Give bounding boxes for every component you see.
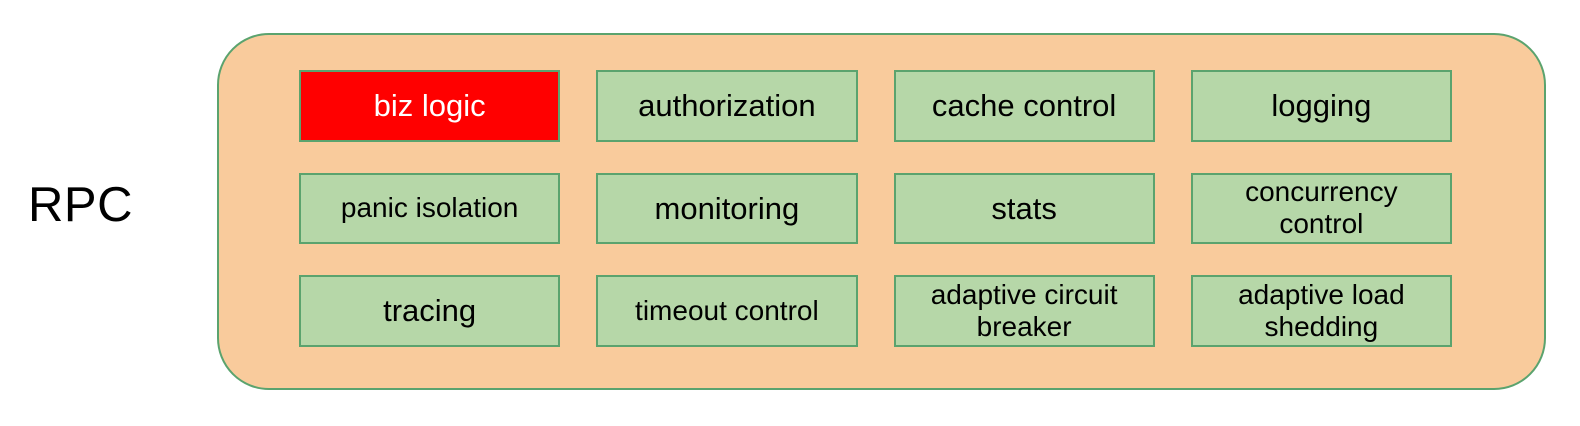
box-label: logging	[1271, 88, 1372, 123]
box-logging: logging	[1190, 70, 1452, 142]
box-adaptive-load-shedding: adaptive load shedding	[1190, 275, 1452, 347]
box-label: cache control	[931, 88, 1117, 123]
box-monitoring: monitoring	[596, 172, 858, 245]
rpc-container: biz logic authorization cache control lo…	[217, 33, 1546, 390]
rpc-label: RPC	[28, 178, 133, 232]
box-label: adaptive circuit breaker	[930, 278, 1118, 343]
box-cache-control: cache control	[893, 70, 1155, 142]
box-timeout-control: timeout control	[596, 275, 858, 347]
box-tracing: tracing	[299, 275, 561, 347]
box-concurrency-control: concurrency control	[1190, 172, 1452, 245]
box-label: monitoring	[654, 190, 800, 226]
box-label: timeout control	[635, 295, 819, 327]
box-label: concurrency control	[1245, 176, 1398, 240]
component-grid: biz logic authorization cache control lo…	[299, 70, 1452, 347]
box-adaptive-circuit-breaker: adaptive circuit breaker	[893, 275, 1155, 347]
box-authorization: authorization	[596, 70, 858, 142]
box-stats: stats	[893, 172, 1155, 245]
box-biz-logic: biz logic	[299, 70, 561, 142]
box-label: biz logic	[373, 88, 486, 123]
box-label: tracing	[383, 293, 477, 329]
box-label: stats	[991, 190, 1057, 226]
box-label: authorization	[638, 88, 816, 123]
box-panic-isolation: panic isolation	[299, 172, 561, 245]
box-label: panic isolation	[340, 192, 519, 224]
box-label: adaptive load shedding	[1238, 278, 1405, 343]
